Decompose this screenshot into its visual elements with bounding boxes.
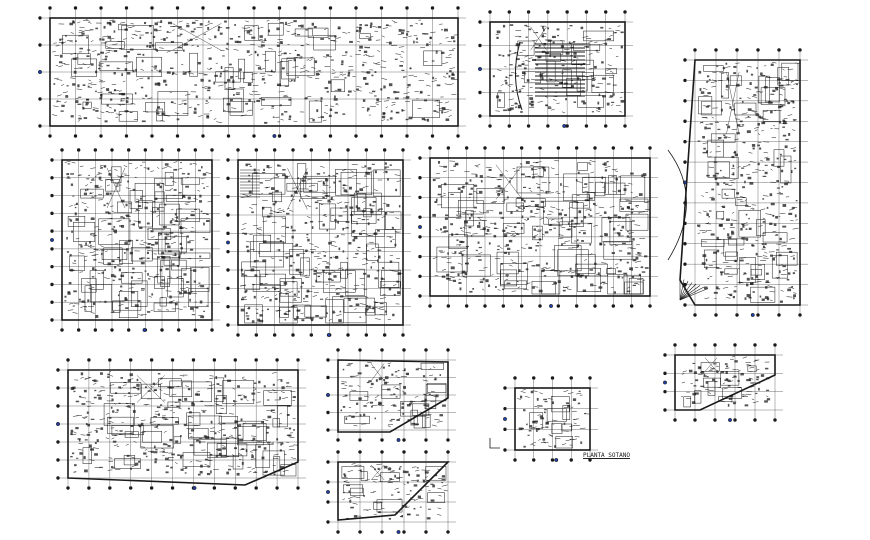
plan-6-wide-office [418, 146, 658, 308]
fan-stair [679, 278, 709, 301]
plan-10-basement-small [503, 376, 598, 462]
plan-2-auditorium [478, 10, 633, 128]
plan-8-triangular-top [326, 348, 456, 442]
section-marker [489, 438, 500, 449]
plan-1-ground-floor-long [38, 6, 466, 138]
plan-11-triangle-right [663, 343, 783, 422]
sheet-caption-planta-sotano: PLANTA SOTANO [583, 452, 630, 459]
plaza-arc [667, 149, 687, 261]
plan-5-office-with-stair [226, 148, 411, 337]
plan-7-lower-left [56, 358, 306, 490]
plan-9-triangular-bottom [326, 450, 456, 534]
plan-3-tall-wing [679, 48, 808, 317]
plan-4-square-office [50, 148, 220, 332]
